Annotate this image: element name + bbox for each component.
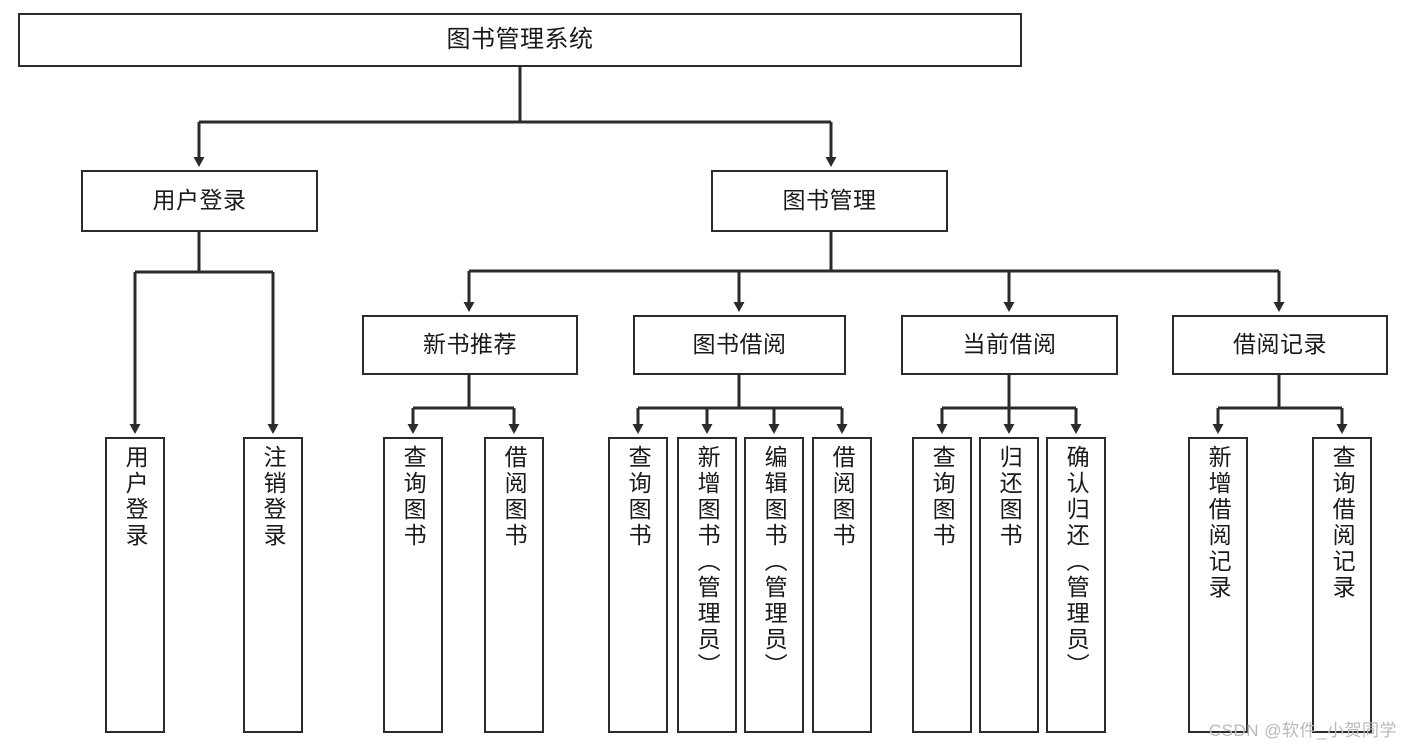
node-label: 注销登录 [260, 445, 287, 549]
leaf-user-logout[interactable]: 注销登录 [243, 437, 303, 733]
node-label: 图书借阅 [692, 331, 787, 358]
node-label: 用户登录 [152, 187, 247, 214]
node-label: 查询借阅记录 [1329, 445, 1356, 601]
node-label: 新增图书（管理员） [694, 445, 721, 679]
node-label: 借阅图书 [829, 445, 856, 549]
leaf-query-book-recommend[interactable]: 查询图书 [383, 437, 443, 733]
leaf-query-borrow-record[interactable]: 查询借阅记录 [1312, 437, 1372, 733]
leaf-add-borrow-record[interactable]: 新增借阅记录 [1188, 437, 1248, 733]
node-label: 查询图书 [625, 445, 652, 549]
node-label: 用户登录 [122, 445, 149, 549]
leaf-confirm-return-admin[interactable]: 确认归还（管理员） [1046, 437, 1106, 733]
node-label: 查询图书 [929, 445, 956, 549]
leaf-query-book-borrow[interactable]: 查询图书 [608, 437, 668, 733]
node-current-borrow[interactable]: 当前借阅 [901, 315, 1118, 375]
node-label: 当前借阅 [962, 331, 1057, 358]
leaf-borrow-book-recommend[interactable]: 借阅图书 [484, 437, 544, 733]
leaf-borrow-book[interactable]: 借阅图书 [812, 437, 872, 733]
node-label: 图书管理系统 [446, 25, 594, 53]
node-label: 借阅记录 [1233, 331, 1327, 358]
leaf-user-login[interactable]: 用户登录 [105, 437, 165, 733]
node-user-login[interactable]: 用户登录 [81, 170, 318, 232]
leaf-add-book-admin[interactable]: 新增图书（管理员） [677, 437, 737, 733]
node-new-book-recommend[interactable]: 新书推荐 [362, 315, 578, 375]
node-label: 归还图书 [996, 445, 1023, 549]
node-book-management[interactable]: 图书管理 [711, 170, 948, 232]
leaf-query-book-current[interactable]: 查询图书 [912, 437, 972, 733]
node-label: 查询图书 [400, 445, 427, 549]
node-label: 编辑图书（管理员） [761, 445, 788, 679]
leaf-edit-book-admin[interactable]: 编辑图书（管理员） [744, 437, 804, 733]
node-root-book-management-system[interactable]: 图书管理系统 [18, 13, 1022, 67]
node-label: 图书管理 [782, 187, 877, 214]
node-label: 新增借阅记录 [1205, 445, 1232, 601]
node-label: 新书推荐 [423, 331, 517, 358]
leaf-return-book[interactable]: 归还图书 [979, 437, 1039, 733]
node-book-borrow[interactable]: 图书借阅 [633, 315, 846, 375]
csdn-watermark: CSDN @软件_小贺同学 [1208, 721, 1397, 740]
node-label: 确认归还（管理员） [1063, 445, 1090, 679]
node-borrow-record[interactable]: 借阅记录 [1172, 315, 1388, 375]
node-label: 借阅图书 [501, 445, 528, 549]
